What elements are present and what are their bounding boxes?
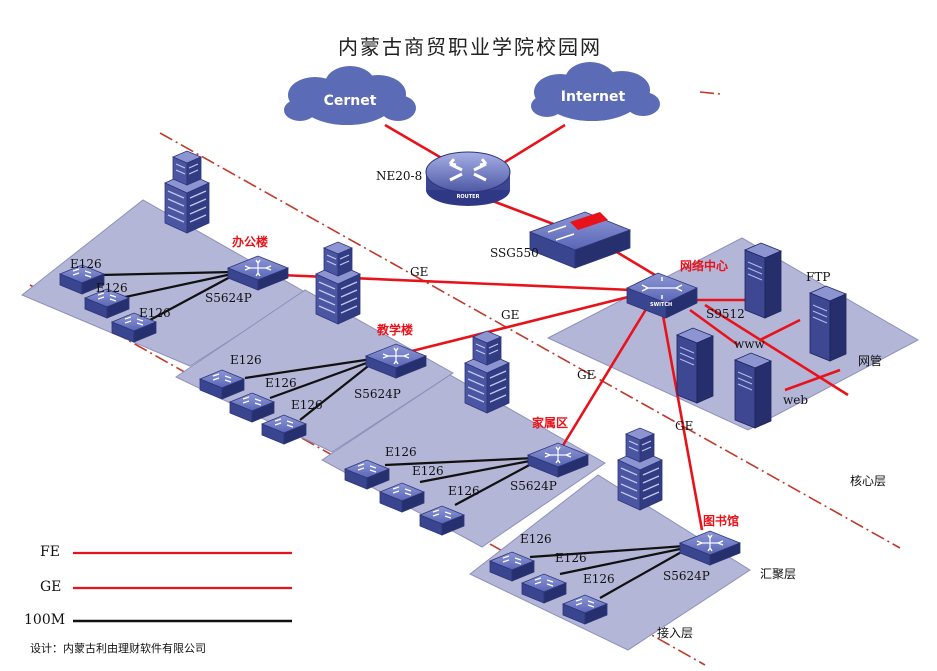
- cernet-cloud: Cernet: [284, 66, 416, 125]
- link-labels: GE GE GE GE: [410, 265, 693, 433]
- access-switches-library: E126 E126 E126: [489, 532, 615, 625]
- link-core-www: [689, 308, 739, 347]
- internet-cloud: Internet: [531, 62, 660, 121]
- agg-switch-office-label: S5624P: [205, 291, 252, 305]
- router-arrows-icon: [448, 158, 488, 182]
- building-library-icon: [617, 427, 663, 511]
- server-ftp: [744, 242, 782, 319]
- server-web-label: web: [783, 393, 808, 407]
- access-switch-label: E126: [385, 445, 417, 459]
- agg-switch-teaching-label: S5624P: [354, 387, 401, 401]
- building-library-label: 图书馆: [703, 513, 739, 528]
- router-badge: ROUTER: [457, 194, 480, 200]
- link-label-teaching: GE: [501, 308, 519, 322]
- layer-access-label: 接入层: [657, 625, 693, 640]
- layer-core-label: 核心层: [850, 474, 886, 488]
- access-switch-label: E126: [139, 306, 171, 320]
- access-switch-label: E126: [412, 464, 444, 478]
- server-mgmt-label: 网管: [858, 353, 882, 368]
- access-switch-label: E126: [265, 376, 297, 390]
- link-server-lan: [704, 303, 849, 397]
- internet-label: Internet: [561, 89, 626, 105]
- access-switches-residential: E126 E126 E126: [344, 445, 480, 536]
- legend-item-ge: GE: [40, 579, 292, 595]
- link-label-library: GE: [675, 419, 693, 433]
- access-switches-office: E126 E126 E126: [59, 257, 171, 343]
- access-switch-label: E126: [448, 484, 480, 498]
- link-firewall-core: [609, 246, 661, 280]
- access-switch-label: E126: [555, 551, 587, 565]
- access-switch-label: E126: [96, 281, 128, 295]
- access-switch-label: E126: [70, 257, 102, 271]
- firewall: [528, 211, 632, 269]
- layer-aggregation-label: 汇聚层: [760, 567, 796, 581]
- server-ftp-label: FTP: [806, 270, 830, 284]
- link-server-mgmt: [759, 318, 801, 342]
- building-residential-label: 家属区: [532, 415, 568, 430]
- access-switch-label: E126: [230, 353, 262, 367]
- link-core-teaching: [407, 294, 633, 354]
- legend-item-100m: 100M: [24, 612, 292, 628]
- svg-text:100M: 100M: [24, 612, 65, 628]
- link-label-office: GE: [410, 265, 428, 279]
- credit-text: 设计：内蒙古利由理财软件有限公司: [30, 641, 206, 655]
- platform-network-center: [546, 237, 920, 431]
- building-office-icon: [164, 150, 210, 234]
- link-cernet-router: [384, 123, 446, 162]
- legend-item-fe: FE: [40, 544, 292, 560]
- link-router-firewall: [489, 198, 557, 227]
- legend: FE GE 100M: [24, 544, 292, 628]
- router-name: NE20-8: [376, 169, 422, 183]
- link-core-residential: [560, 305, 650, 448]
- access-switch-label: E126: [520, 532, 552, 546]
- platforms: [21, 199, 920, 651]
- svg-text:FE: FE: [40, 544, 60, 560]
- server-web: [734, 352, 772, 429]
- core-router: ROUTER: [425, 151, 511, 206]
- link-label-residential: GE: [577, 368, 595, 382]
- agg-switch-residential-label: S5624P: [510, 479, 557, 493]
- building-office-label: 办公楼: [232, 234, 268, 249]
- links: [99, 123, 849, 599]
- cernet-label: Cernet: [324, 93, 377, 109]
- link-core-library: [660, 309, 704, 531]
- link-server-web: [784, 368, 841, 392]
- core-switch-name: S9512: [706, 307, 745, 321]
- switch-badge: SWITCH: [650, 302, 672, 308]
- server-www: [676, 327, 714, 404]
- svg-text:GE: GE: [40, 579, 61, 595]
- agg-switch-library-label: S5624P: [663, 569, 710, 583]
- core-switch: SWITCH: [625, 272, 699, 319]
- access-switches-teaching: E126 E126 E126: [199, 353, 323, 445]
- building-teaching-label: 教学楼: [376, 322, 413, 337]
- building-residential-icon: [464, 330, 510, 414]
- link-internet-router: [504, 123, 566, 164]
- server-mgmt: [809, 285, 847, 362]
- firewall-name: SSG550: [490, 246, 539, 260]
- access-switch-label: E126: [291, 398, 323, 412]
- page-title: 内蒙古商贸职业学院校园网: [338, 35, 602, 59]
- access-switch-label: E126: [583, 572, 615, 586]
- network-center-label: 网络中心: [680, 258, 728, 273]
- server-www-label: www: [734, 337, 766, 351]
- building-teaching-icon: [315, 241, 361, 325]
